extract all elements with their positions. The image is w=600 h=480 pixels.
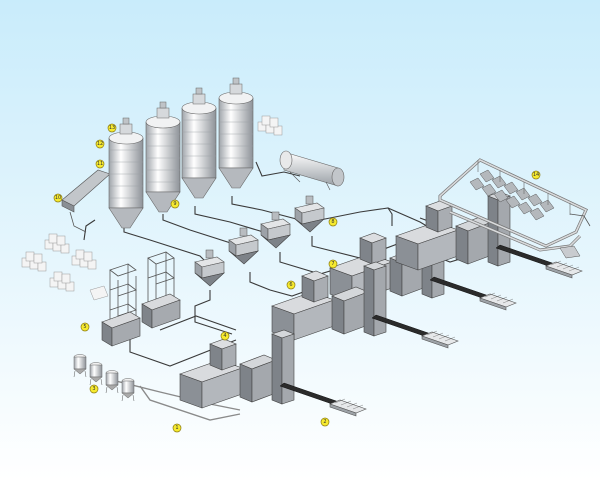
svg-text:5: 5 [83, 324, 86, 330]
storage-silo-icon [218, 77, 254, 189]
weigh-hopper-icon [228, 227, 259, 265]
svg-text:9: 9 [173, 201, 176, 207]
storage-silo-icon [108, 117, 144, 229]
svg-text:1: 1 [175, 425, 178, 431]
callout-11: 11 [95, 159, 105, 169]
svg-text:6: 6 [289, 282, 292, 288]
svg-text:13: 13 [109, 125, 115, 131]
callout-7: 7 [328, 259, 338, 269]
silo-group [108, 77, 254, 229]
svg-text:14: 14 [533, 172, 539, 178]
callout-1: 1 [172, 423, 182, 433]
small-tanks [73, 354, 135, 402]
svg-text:4: 4 [223, 333, 226, 339]
svg-text:10: 10 [55, 195, 61, 201]
callout-9: 9 [170, 199, 180, 209]
svg-text:12: 12 [97, 141, 103, 147]
callout-6: 6 [286, 280, 296, 290]
callout-3: 3 [89, 384, 99, 394]
storage-silo-icon [181, 87, 217, 199]
callout-5: 5 [80, 322, 90, 332]
callout-12: 12 [95, 139, 105, 149]
svg-text:7: 7 [331, 261, 334, 267]
spiral-conveyor-icon [438, 158, 591, 259]
callout-10: 10 [53, 193, 63, 203]
mixer-towers [89, 251, 181, 347]
callout-14: 14 [531, 170, 541, 180]
unloading-ramp [61, 169, 111, 233]
svg-text:11: 11 [97, 161, 103, 167]
svg-text:3: 3 [92, 386, 95, 392]
callout-4: 4 [220, 331, 230, 341]
tanker-truck-icon [279, 150, 345, 191]
svg-text:2: 2 [323, 419, 326, 425]
callout-8: 8 [328, 217, 338, 227]
weigh-hopper-icon [294, 195, 325, 233]
weigh-hopper-icon [260, 211, 291, 249]
callout-markers: 1 2 3 4 5 6 7 8 9 10 11 12 13 14 [53, 123, 541, 433]
callout-2: 2 [320, 417, 330, 427]
svg-text:8: 8 [331, 219, 334, 225]
storage-silo-icon [145, 101, 181, 213]
callout-13: 13 [107, 123, 117, 133]
